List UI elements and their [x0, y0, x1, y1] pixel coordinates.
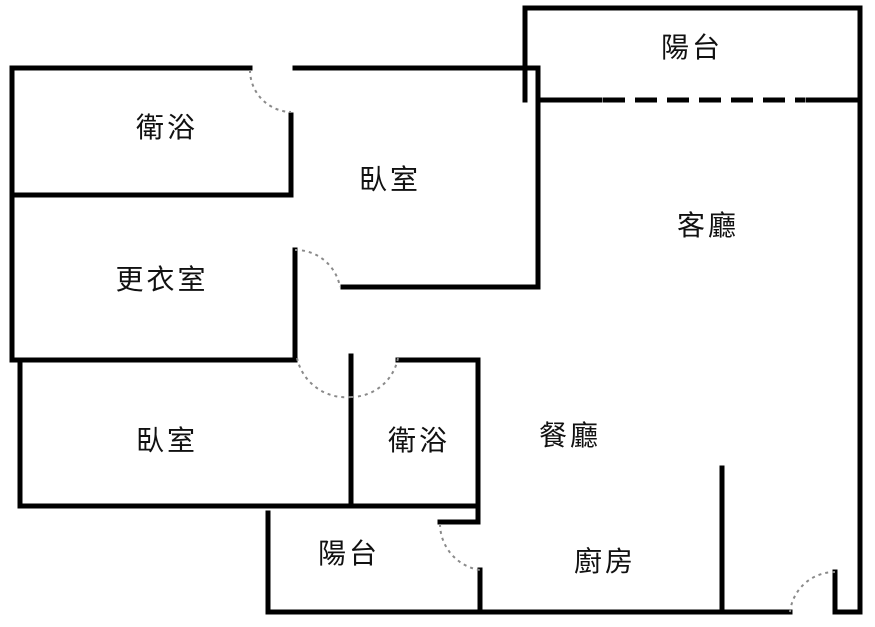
room-label-bathroom-bottom: 衛浴: [387, 424, 451, 457]
door-swing-bathroom-bottom: [350, 357, 399, 398]
wall-bedroom-bottom: [17, 362, 481, 509]
door-swing-bedroom-top: [294, 248, 341, 288]
room-label-bedroom-bottom: 臥室: [135, 424, 199, 457]
door-swing-dressing: [296, 357, 352, 399]
room-label-kitchen: 廚房: [573, 545, 637, 578]
room-label-bedroom-top: 臥室: [358, 163, 422, 196]
wall-bedroom-right: [340, 65, 541, 290]
wall-balcony-top: [522, 5, 863, 103]
door-swing-bathroom-top: [249, 69, 292, 113]
wall-right-outer: [832, 97, 863, 615]
wall-bathroom-top: [9, 112, 294, 198]
door-swing-balcony-bottom: [439, 523, 481, 571]
room-label-bathroom-top: 衛浴: [135, 111, 199, 144]
wall-bathroom-bottom: [395, 357, 481, 525]
room-label-dressing-room: 更衣室: [115, 263, 209, 296]
door-swing-entrance: [789, 570, 836, 613]
wall-balcony-bottom: [265, 510, 793, 615]
room-label-living-room: 客廳: [676, 209, 740, 242]
room-label-balcony-top: 陽台: [660, 31, 724, 64]
wall-top-left: [9, 65, 298, 363]
room-label-balcony-bottom: 陽台: [317, 537, 381, 570]
room-label-dining-room: 餐廳: [538, 419, 602, 452]
